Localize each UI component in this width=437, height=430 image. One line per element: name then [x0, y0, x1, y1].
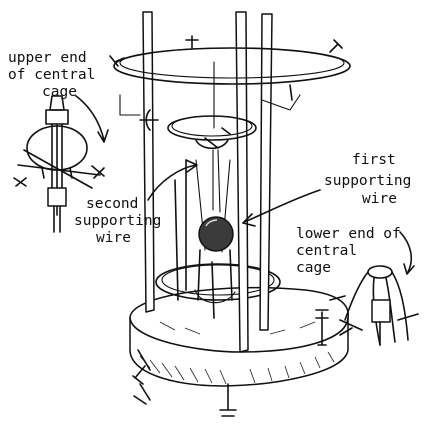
middle-ring — [167, 61, 257, 150]
lower-ring — [155, 263, 281, 301]
label-upper-end: upper end of central cage — [8, 50, 95, 100]
inset-lower-end-cage — [329, 265, 419, 346]
inset-upper-end-cage — [13, 95, 105, 233]
label-lower-end-line3: cage — [296, 260, 331, 276]
label-first-wire: first supporting wire — [324, 152, 411, 207]
label-second-wire-line3: wire — [96, 230, 131, 246]
vertical-posts — [119, 11, 301, 353]
label-second-wire: second supporting wire — [74, 196, 161, 246]
label-lower-end-line2: central — [296, 243, 357, 259]
label-first-wire-line1: first — [352, 152, 396, 168]
label-upper-end-line3: cage — [42, 84, 77, 100]
hanging-ball — [198, 216, 234, 252]
top-ring — [109, 35, 351, 101]
label-lower-end: lower end of central cage — [296, 226, 401, 276]
label-second-wire-line2: supporting — [74, 213, 161, 229]
label-upper-end-line1: upper end — [8, 50, 87, 66]
leader-arrows — [75, 95, 415, 275]
label-first-wire-line3: wire — [362, 191, 397, 207]
central-cage — [194, 149, 236, 319]
label-second-wire-line1: second — [86, 196, 138, 212]
label-first-wire-line2: supporting — [324, 173, 411, 189]
label-upper-end-line2: of central — [8, 67, 95, 83]
label-lower-end-line1: lower end of — [296, 226, 401, 242]
